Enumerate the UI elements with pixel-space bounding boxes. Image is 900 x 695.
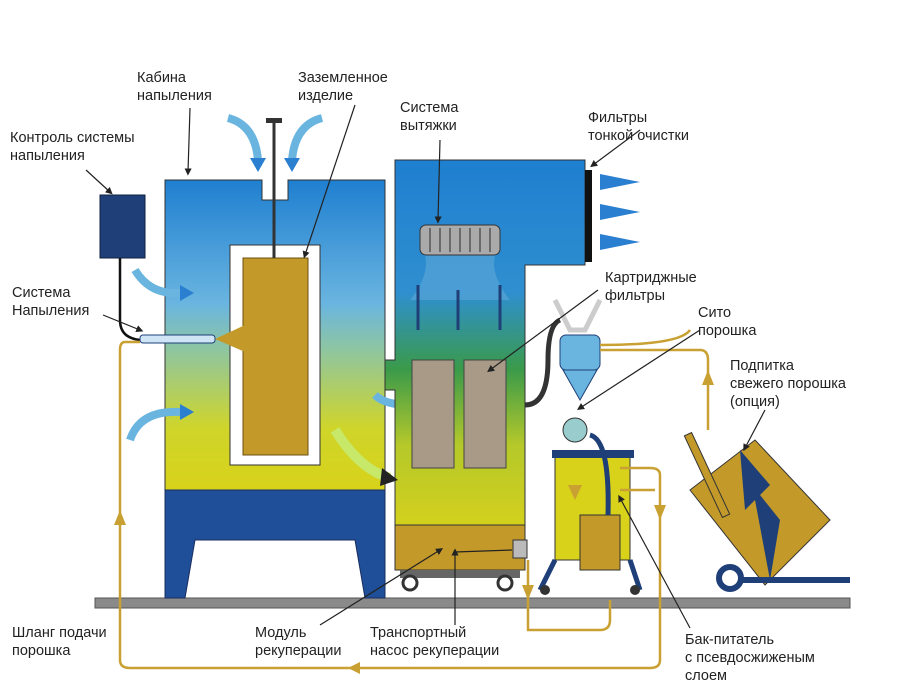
spray-gun [139, 334, 216, 344]
spray-control-unit [99, 194, 146, 259]
floor [94, 597, 851, 609]
grounded-part [242, 257, 309, 456]
fluid-bed-hopper [537, 432, 643, 595]
leader-lines [85, 104, 766, 629]
recovery-module [394, 524, 526, 571]
fine-filter [585, 170, 592, 262]
fresh-powder-container [683, 431, 850, 592]
cartridge-filter [411, 359, 455, 469]
powder-sieve [552, 298, 603, 443]
recovery-pump [512, 539, 528, 559]
cartridge-filter [463, 359, 507, 469]
pipe-flow-arrows [114, 370, 714, 674]
recovery-housing [384, 159, 592, 592]
powder-pipes [118, 329, 710, 670]
spray-booth [164, 118, 386, 599]
